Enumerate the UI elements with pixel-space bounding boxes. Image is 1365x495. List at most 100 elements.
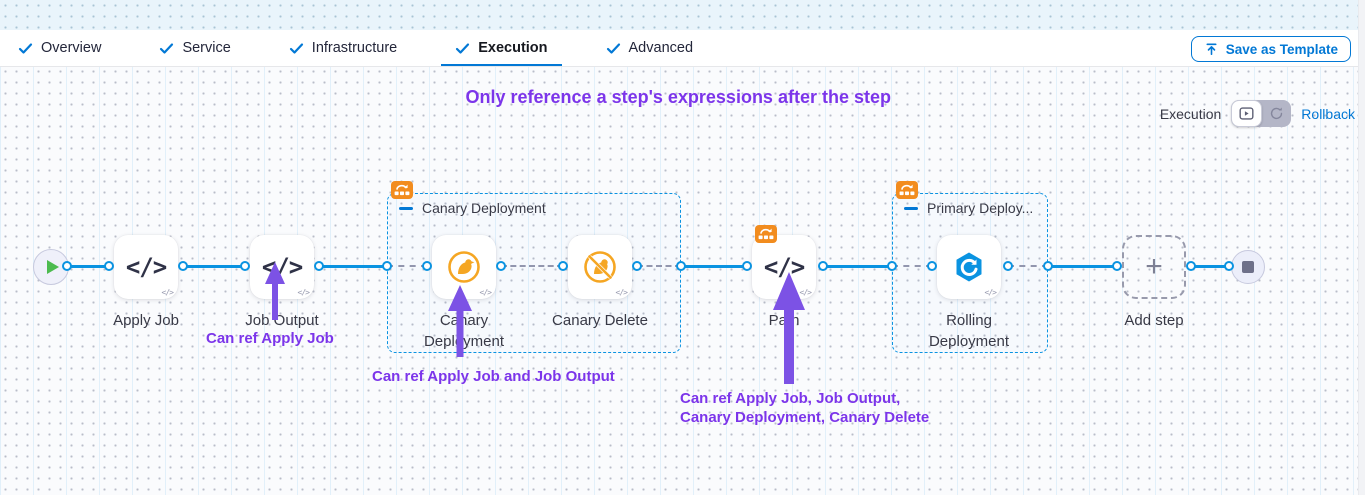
check-icon [456,42,470,54]
pipeline-canvas: Only reference a step's expressions afte… [0,67,1365,495]
port[interactable] [496,261,506,271]
port[interactable] [558,261,568,271]
stop-icon [1242,261,1254,273]
tab-execution[interactable]: Execution [441,30,562,66]
edge [1048,265,1117,268]
step-group-canary-deployment[interactable] [387,193,681,353]
edge-dashed [637,265,681,267]
expression-icon: </> [984,288,997,297]
tab-label: Infrastructure [311,40,398,56]
edge [319,265,387,268]
step-node-job-output[interactable]: </> </> [250,235,314,299]
port[interactable] [422,261,432,271]
stage-tabbar: Overview Service Infrastructure Executio… [0,30,1365,67]
annotation-note-2: Can ref Apply Job and Job Output [372,368,615,385]
shell-script-icon: </> [125,253,167,281]
tab-advanced[interactable]: Advanced [606,30,694,66]
canary-delete-icon [584,251,616,283]
port[interactable] [887,261,897,271]
check-icon [606,42,620,54]
collapse-icon[interactable] [904,206,918,210]
port[interactable] [1112,261,1122,271]
upload-icon [1206,43,1217,55]
tab-label: Service [182,40,231,56]
rollback-link[interactable]: Rollback [1301,105,1355,122]
step-label-apply-job: Apply Job [113,312,179,329]
annotation-arrow-canary-deployment [448,285,472,357]
port[interactable] [382,261,392,271]
step-label-job-output: Job Output [245,312,319,329]
step-group-primary-deployment[interactable] [892,193,1048,353]
step-label-canary-deployment: Canary Deployment [423,312,505,350]
annotation-heading: Only reference a step's expressions afte… [465,87,891,107]
check-icon [289,42,303,54]
check-icon [160,42,174,54]
annotation-note-3: Can ref Apply Job, Job Output, Canary De… [680,390,929,428]
step-label-canary-delete: Canary Delete [552,312,648,329]
step-node-rolling-deployment[interactable]: </> [937,235,1001,299]
step-node-canary-delete[interactable]: </> [568,235,632,299]
port[interactable] [240,261,250,271]
rollback-view-segment[interactable] [1262,100,1291,127]
annotation-arrow-job-output [265,262,285,320]
vertical-scrollbar[interactable] [1358,0,1365,495]
canary-deployment-icon [448,251,480,283]
step-group-title: Canary Deployment [422,200,546,216]
edge [823,265,892,268]
plus-icon: + [1145,250,1163,283]
edge [67,265,109,268]
collapse-icon[interactable] [399,206,413,210]
add-step-label: Add step [1124,312,1184,329]
port[interactable] [1186,261,1196,271]
rolling-deployment-icon [956,252,982,282]
step-group-canary-header: Canary Deployment [399,200,546,216]
port[interactable] [676,261,686,271]
port[interactable] [104,261,114,271]
save-as-template-button[interactable]: Save as Template [1190,36,1351,62]
step-node-apply-job[interactable]: </> </> [114,235,178,299]
edge-dashed [892,265,932,267]
expression-icon: </> [799,288,812,297]
expression-icon: </> [297,288,310,297]
step-label-rolling-deployment: Rolling Deployment [928,312,1010,350]
annotation-arrow-path [773,272,805,384]
expression-icon: </> [161,288,174,297]
add-step-button[interactable]: + [1122,235,1186,299]
pipeline-end-node[interactable] [1231,250,1265,284]
tab-overview[interactable]: Overview [18,30,101,66]
port[interactable] [818,261,828,271]
tab-infrastructure[interactable]: Infrastructure [289,30,397,66]
edge [183,265,245,268]
port[interactable] [1003,261,1013,271]
annotation-note-3-line2: Canary Deployment, Canary Delete [680,408,930,426]
port[interactable] [632,261,642,271]
edge [1191,265,1229,268]
step-group-title: Primary Deploy... [927,200,1034,216]
play-icon [47,260,59,274]
execution-view-segment[interactable] [1231,100,1263,127]
tab-label: Execution [478,40,548,56]
rollback-view-icon [1271,107,1283,120]
tab-service[interactable]: Service [159,30,231,66]
edge-dashed [501,265,563,267]
execution-mode-label: Execution [1159,105,1222,122]
port[interactable] [314,261,324,271]
looping-strategy-icon [755,225,777,243]
step-node-canary-deployment[interactable]: </> [432,235,496,299]
expression-icon: </> [479,288,492,297]
edge-dashed [387,265,427,267]
execution-rollback-toggle[interactable] [1231,100,1292,127]
port[interactable] [742,261,752,271]
edge [681,265,747,268]
tab-label: Advanced [628,40,694,56]
annotation-note-1: Can ref Apply Job [206,330,334,347]
execution-view-icon [1239,107,1254,120]
port[interactable] [62,261,72,271]
tab-label: Overview [41,40,102,56]
expression-icon: </> [615,288,628,297]
looping-strategy-icon [896,181,918,199]
port[interactable] [927,261,937,271]
port[interactable] [1043,261,1053,271]
port[interactable] [1224,261,1234,271]
port[interactable] [178,261,188,271]
